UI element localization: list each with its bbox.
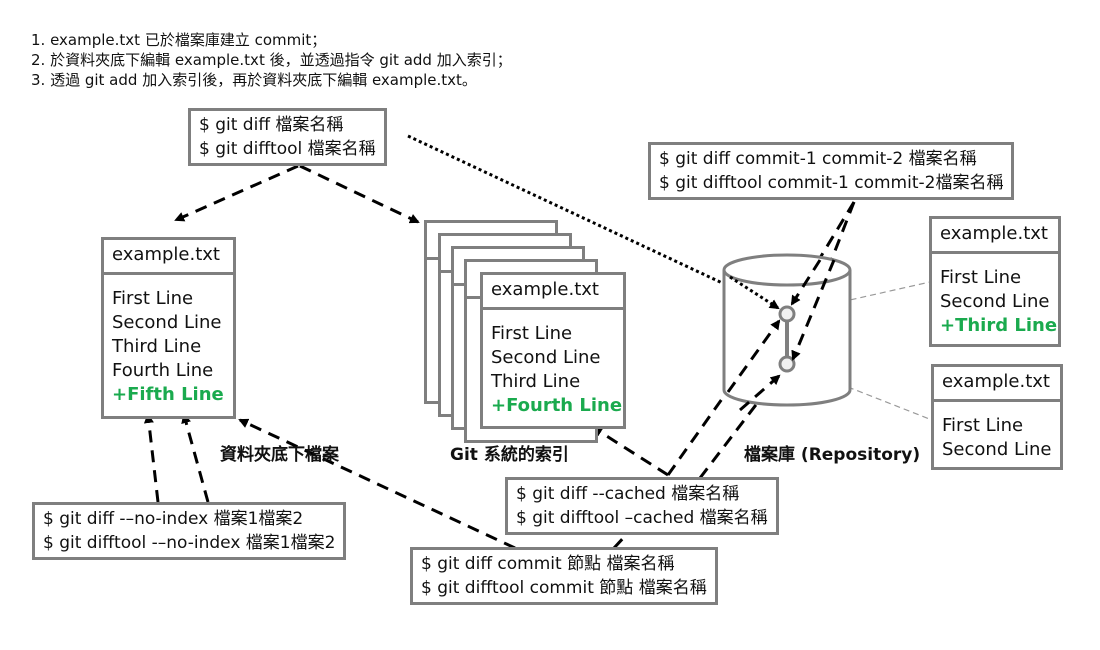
connector-node1-file — [791, 364, 933, 421]
added-line: +Fifth Line — [112, 384, 224, 405]
commit-node-2 — [778, 305, 796, 323]
arrow-diff-to-index — [299, 164, 420, 224]
file-name: example.txt — [104, 240, 233, 275]
arrow-cached-to-index — [592, 426, 669, 477]
git-diff-command-box: $ git diff 檔案名稱 $ git difftool 檔案名稱 — [188, 108, 387, 166]
cached-command-box: $ git diff --cached 檔案名稱 $ git difftool … — [505, 477, 779, 535]
file-line: Second Line — [942, 439, 1052, 460]
command-line: $ git difftool commit-1 commit-2檔案名稱 — [659, 173, 1004, 193]
working-directory-label: 資料夾底下檔案 — [220, 445, 339, 465]
command-line: $ git difftool 檔案名稱 — [199, 139, 376, 159]
arrow-diff-to-working — [174, 164, 299, 222]
commit-2-file: example.txt First Line Second Line +Thir… — [929, 216, 1061, 347]
file-line: Fourth Line — [112, 360, 214, 381]
command-line: $ git diff commit 節點 檔案名稱 — [421, 554, 675, 574]
arrow-noindex-1 — [143, 413, 160, 503]
file-line: Third Line — [491, 371, 581, 392]
file-line: Second Line — [940, 291, 1050, 312]
connector-node2-file — [791, 281, 931, 314]
note-1: 1. example.txt 已於檔案庫建立 commit； — [31, 31, 327, 49]
arrow-noindex-2 — [181, 413, 210, 503]
file-name: example.txt — [932, 219, 1058, 254]
file-line: Second Line — [112, 312, 222, 333]
file-name: example.txt — [934, 367, 1060, 402]
file-line: First Line — [491, 323, 573, 344]
command-line: $ git difftool commit 節點 檔案名稱 — [421, 578, 707, 598]
working-directory-file: example.txt First Line Second Line Third… — [101, 237, 236, 419]
note-3: 3. 透過 git add 加入索引後，再於資料夾底下編輯 example.tx… — [31, 71, 477, 89]
command-line: $ git diff --cached 檔案名稱 — [516, 484, 740, 504]
commit-node-1 — [778, 355, 796, 373]
command-line: $ git diff 檔案名稱 — [199, 115, 344, 135]
file-name: example.txt — [483, 275, 623, 310]
instructions: 1. example.txt 已於檔案庫建立 commit； 2. 於資料夾底下… — [31, 30, 512, 90]
index-file: example.txt First Line Second Line Third… — [480, 272, 626, 429]
commit-compare-command-box: $ git diff commit-1 commit-2 檔案名稱 $ git … — [648, 142, 1015, 200]
repository-label: 檔案庫 (Repository) — [744, 445, 921, 465]
file-line: First Line — [940, 267, 1022, 288]
command-line: $ git difftool -–no-index 檔案1檔案2 — [43, 533, 336, 553]
commit-1-file: example.txt First Line Second Line — [931, 364, 1063, 470]
arrow-commits-to-node1 — [791, 201, 856, 361]
note-2: 2. 於資料夾底下編輯 example.txt 後，並透過指令 git add … — [31, 51, 512, 69]
command-line: $ git difftool –cached 檔案名稱 — [516, 508, 768, 528]
file-line: Third Line — [112, 336, 202, 357]
no-index-command-box: $ git diff -–no-index 檔案1檔案2 $ git difft… — [32, 502, 347, 560]
index-label: Git 系統的索引 — [450, 445, 569, 465]
file-line: First Line — [112, 288, 194, 309]
file-line: Second Line — [491, 347, 601, 368]
arrow-commits-to-node2 — [790, 201, 856, 306]
command-line: $ git diff commit-1 commit-2 檔案名稱 — [659, 149, 977, 169]
file-line: First Line — [942, 415, 1024, 436]
added-line: +Third Line — [940, 315, 1058, 336]
command-line: $ git diff -–no-index 檔案1檔案2 — [43, 509, 304, 529]
added-line: +Fourth Line — [491, 395, 623, 416]
commit-node-command-box: $ git diff commit 節點 檔案名稱 $ git difftool… — [410, 547, 718, 605]
